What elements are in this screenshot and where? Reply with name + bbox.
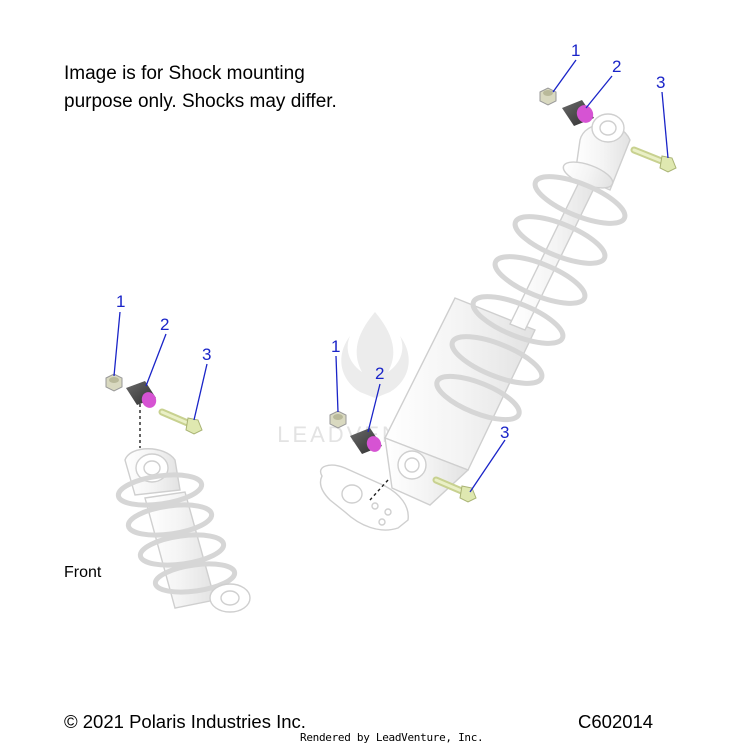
alignment-dashes: [139, 404, 389, 501]
diagram-code: C602014: [578, 711, 654, 732]
callout-rear-bolt: 3: [656, 73, 665, 92]
rear-top-bolt: [630, 146, 677, 173]
front-label: Front: [64, 564, 102, 581]
callout-mid-nut: 1: [331, 337, 340, 356]
diagram-note: Image is for Shock mounting purpose only…: [64, 60, 404, 116]
callout-front-bushing: 2: [160, 315, 169, 334]
front-bushing: [126, 381, 157, 408]
callout-rear-nut: 1: [571, 41, 580, 60]
copyright-text: © 2021 Polaris Industries Inc.: [64, 711, 306, 732]
rendered-by-text: Rendered by LeadVenture, Inc.: [300, 731, 484, 744]
callout-front-bolt: 3: [202, 345, 211, 364]
callout-rear-bushing: 2: [612, 57, 621, 76]
callout-leaders: [113, 59, 669, 493]
front-nut: [105, 373, 123, 392]
note-line-1: Image is for Shock mounting: [64, 63, 305, 84]
mid-bushing: [350, 428, 382, 454]
callout-front-nut: 1: [116, 292, 125, 311]
note-line-2: purpose only. Shocks may differ.: [64, 91, 337, 112]
mid-nut: [329, 410, 347, 429]
rear-top-nut: [539, 87, 557, 106]
callout-mid-bolt: 3: [500, 423, 509, 442]
front-bolt: [158, 408, 203, 435]
mid-bolt: [432, 476, 477, 503]
lower-mounting-bracket: [319, 464, 409, 531]
rear-top-bushing: [562, 100, 594, 126]
rear-shock-absorber: [384, 113, 631, 506]
front-shock-absorber: [115, 448, 251, 613]
callout-mid-bushing: 2: [375, 364, 384, 383]
